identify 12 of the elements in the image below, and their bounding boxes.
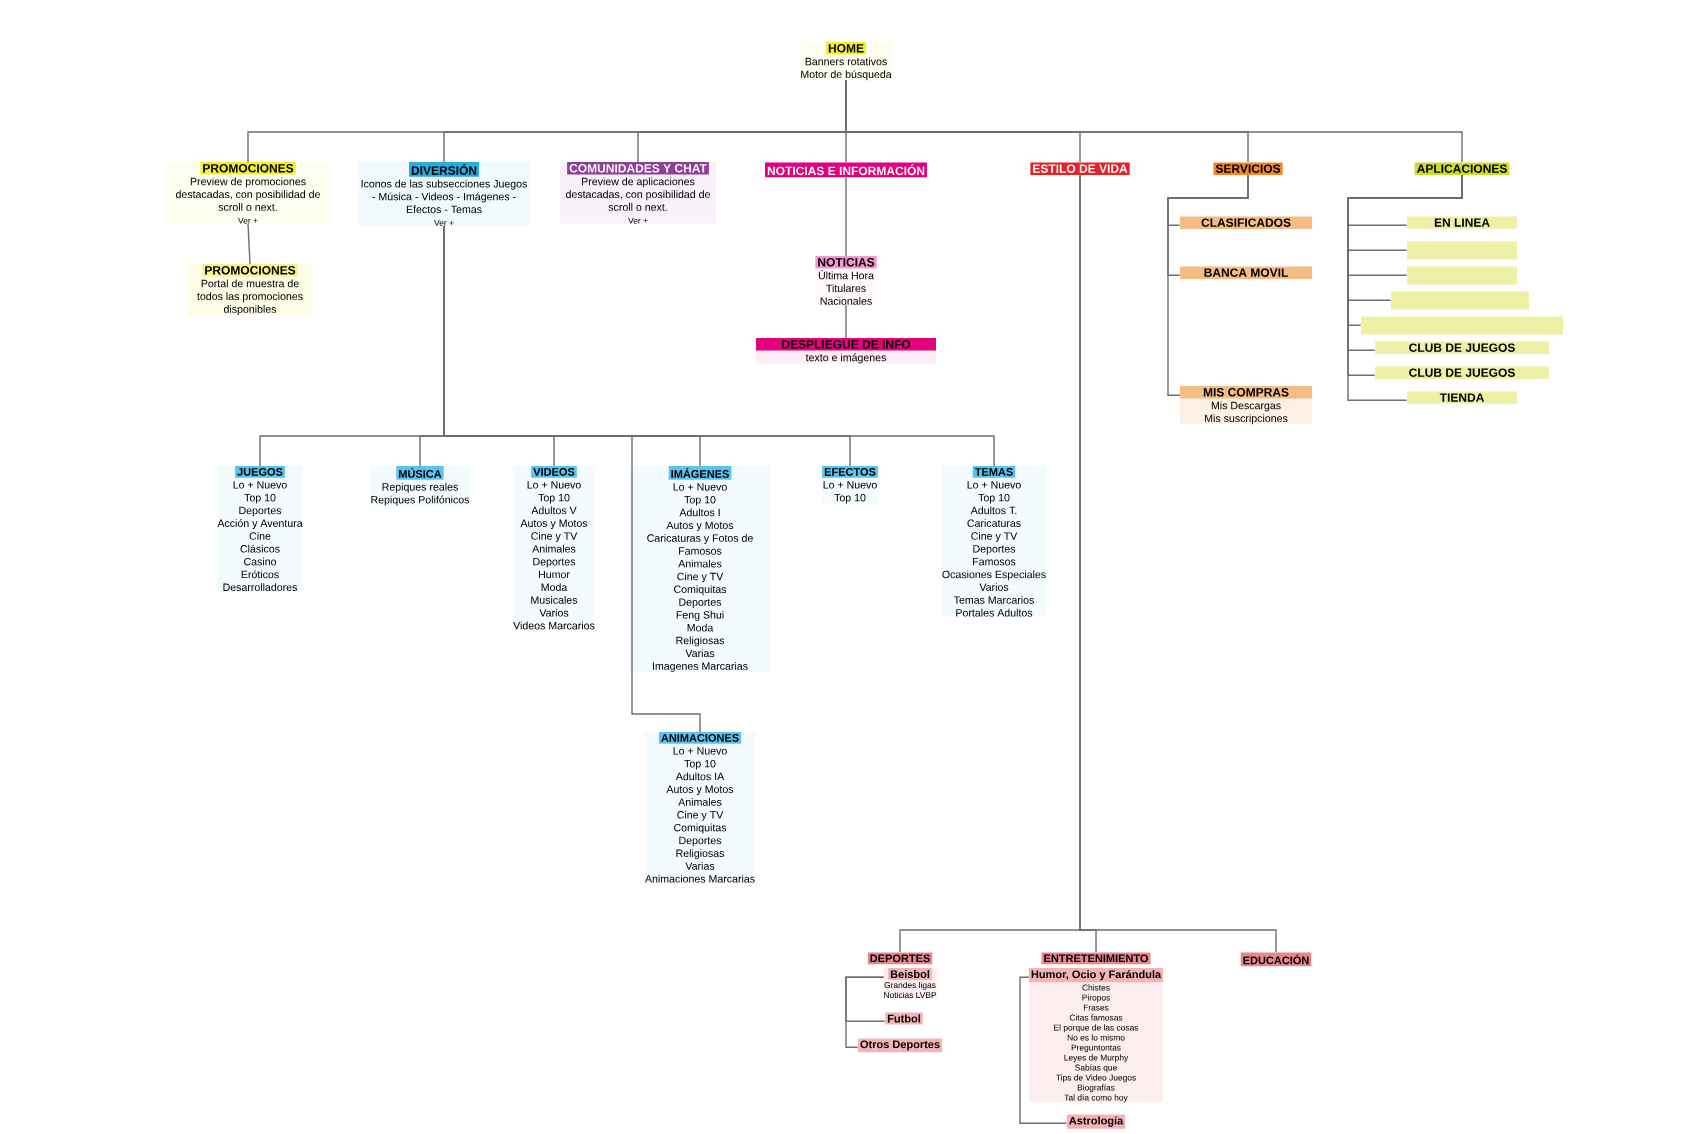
menu-box: [1407, 266, 1518, 285]
connector-line: [1167, 174, 1249, 396]
connector-line: [845, 976, 885, 1048]
menu-box: [1391, 291, 1529, 310]
menu-box: [1407, 241, 1518, 260]
connector-line: [845, 79, 1463, 163]
connector-line: [845, 304, 847, 339]
connector-line: [1079, 174, 1277, 953]
connector-line: [1019, 976, 1068, 1124]
menu-box: [1361, 316, 1564, 335]
connector-line: [845, 176, 847, 257]
connector-line: [247, 222, 251, 265]
